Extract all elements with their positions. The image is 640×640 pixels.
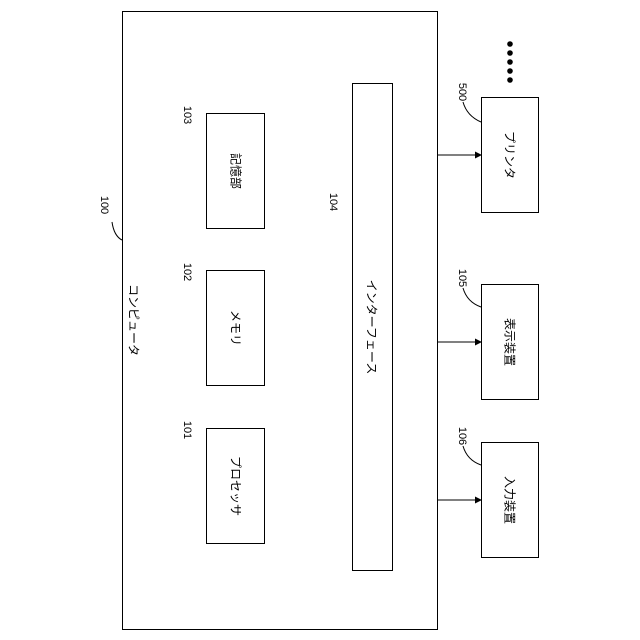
leader-line-106	[463, 446, 481, 465]
processor-ref-number: 101	[181, 421, 193, 439]
computer-ref-number: 100	[98, 196, 110, 214]
computer-label: コンピュータ	[126, 284, 143, 356]
storage-unit-ref-number: 103	[181, 106, 193, 124]
leader-line-100	[112, 222, 122, 240]
leader-line-105	[463, 288, 481, 307]
display-device-label: 表示装置	[502, 318, 519, 366]
memory-ref-number: 102	[181, 263, 193, 281]
memory-label: メモリ	[228, 310, 245, 346]
printer-label: プリンタ	[502, 131, 519, 179]
interface-ref-number: 104	[327, 193, 339, 211]
storage-unit-label: 記憶部	[228, 153, 245, 189]
input-device-ref-number: 106	[456, 427, 468, 445]
printer-ref-number: 500	[456, 83, 468, 101]
input-device-label: 入力装置	[502, 476, 519, 524]
display-device-ref-number: 105	[456, 269, 468, 287]
leader-line-500	[463, 102, 481, 122]
processor-label: プロセッサ	[228, 456, 245, 516]
interface-label: インターフェース	[364, 280, 381, 375]
continuation-dots	[507, 41, 513, 83]
